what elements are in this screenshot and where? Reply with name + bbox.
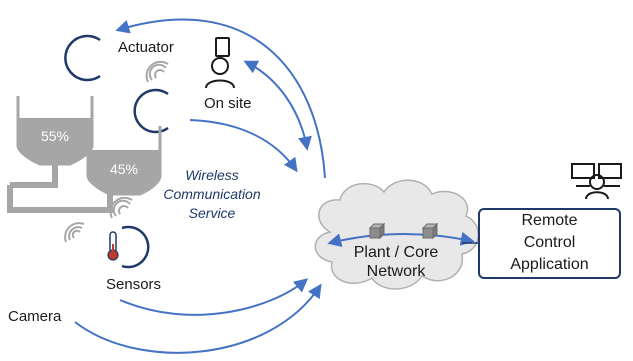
network-node-icon <box>368 222 386 240</box>
wireless-line-3: Service <box>188 205 236 221</box>
on-site-label: On site <box>204 95 252 112</box>
wireless-line-1: Wireless <box>185 167 239 183</box>
arrow-sensors-to-network <box>119 278 309 316</box>
actuator-label: Actuator <box>118 39 174 56</box>
wireless-line-2: Communication <box>163 186 261 202</box>
remote-line-1: Remote <box>521 212 578 229</box>
network-line-1: Plant / Core <box>353 244 439 261</box>
tank-left-level: 55% <box>40 128 70 144</box>
arrow-camera-to-network <box>74 283 322 354</box>
sensors-label: Sensors <box>106 276 162 293</box>
operator-with-tablet-icon <box>205 37 235 89</box>
actuator-ring-icon <box>64 34 101 82</box>
wireless-signal-icon <box>109 196 133 219</box>
remote-line-2: Control <box>523 234 576 251</box>
tank-left <box>18 118 92 164</box>
network-node-icon <box>421 222 439 240</box>
camera-label: Camera <box>8 308 62 325</box>
arrow-actuator-to-network <box>189 119 298 173</box>
thermometer-icon <box>107 225 150 269</box>
wireless-signal-icon <box>64 222 85 243</box>
network-label: Plant / Core Network <box>336 243 456 281</box>
remote-line-3: Application <box>510 256 589 273</box>
tank-right-level: 45% <box>109 161 139 177</box>
wireless-service-label: Wireless Communication Service <box>152 166 272 223</box>
operator-at-monitors-icon <box>571 163 622 200</box>
remote-control-box <box>478 208 621 279</box>
arrow-network-onsite <box>243 60 312 151</box>
tank-right <box>88 150 160 194</box>
network-line-2: Network <box>366 263 426 280</box>
wireless-signal-icon <box>145 60 169 83</box>
tank-system <box>7 96 162 213</box>
arrow-network-to-actuator <box>115 18 326 179</box>
cloud-link-arrow <box>327 231 475 248</box>
actuator-ring-icon <box>133 88 169 134</box>
remote-control-label: Remote Control Application <box>478 210 621 276</box>
